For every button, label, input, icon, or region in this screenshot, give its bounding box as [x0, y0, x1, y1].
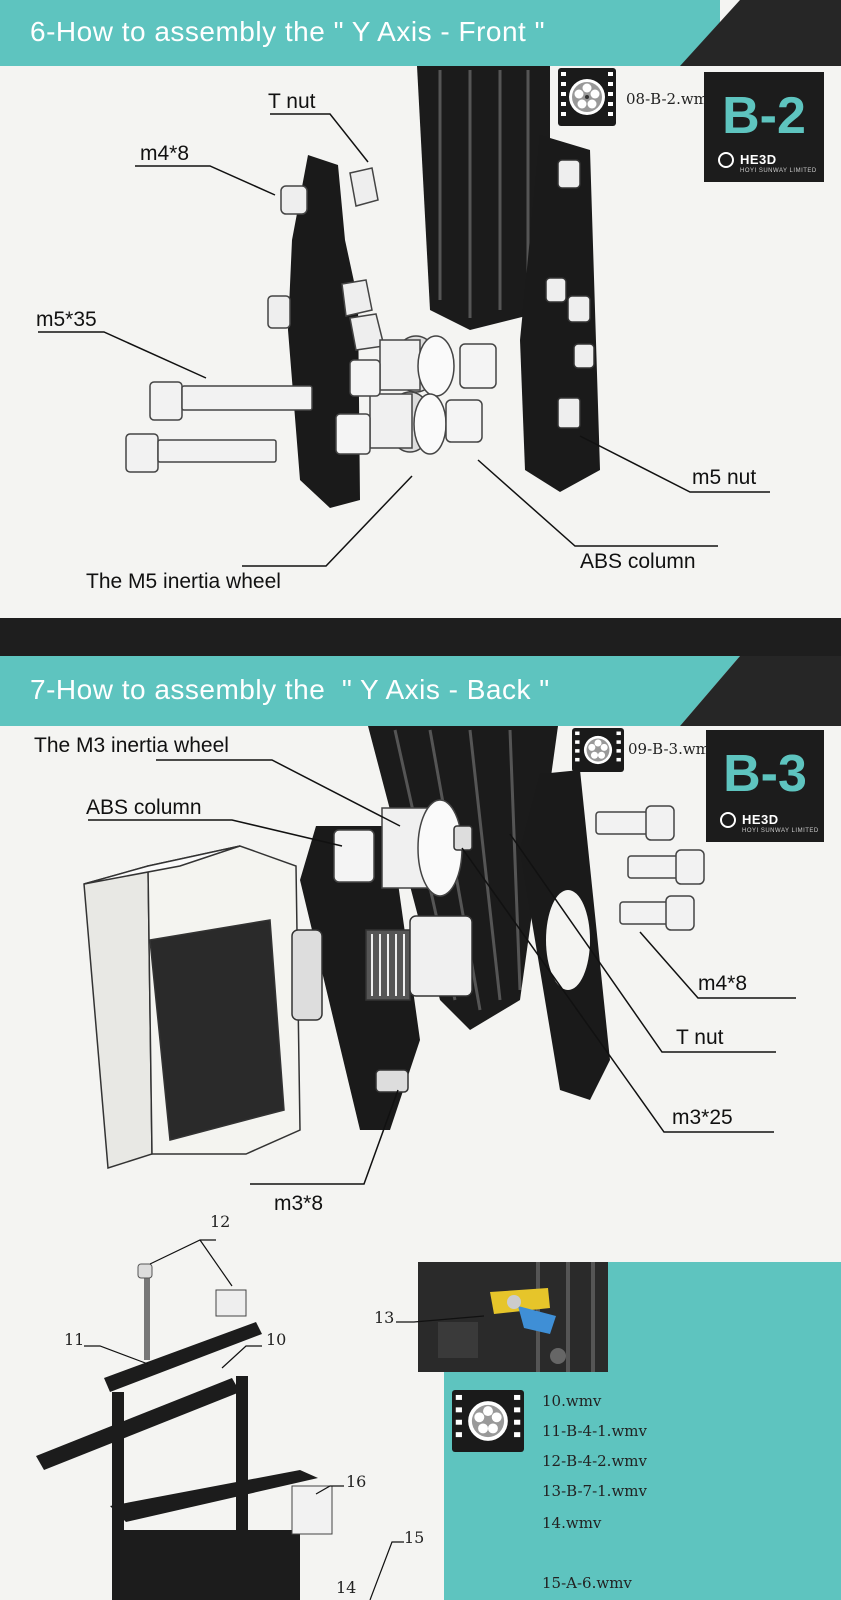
step7-code: B-3: [723, 745, 807, 803]
he3d-logo-icon: [718, 152, 734, 168]
y-axis-back-diagram: [83, 726, 796, 1185]
he3d-logo-icon: [720, 812, 736, 828]
step7-brand-sub: HOYI SUNWAY LIMITED: [742, 828, 819, 834]
label-t-nut: T nut: [268, 90, 316, 113]
banner-teal-band: [0, 656, 740, 726]
label-m4x8: m4*8: [698, 972, 748, 995]
label-m5x35: m5*35: [36, 308, 97, 331]
video-list-item[interactable]: 11-B-4-1.wmv: [542, 1422, 647, 1440]
callout-16: 16: [346, 1472, 367, 1491]
step6-code-box: B-2 HE3D HOYI SUNWAY LIMITED: [704, 72, 824, 182]
step6-banner: 6-How to assembly the " Y Axis - Front ": [0, 0, 841, 66]
video-list-item[interactable]: 12-B-4-2.wmv: [542, 1452, 647, 1470]
step6-brand: HE3D: [740, 152, 777, 167]
step7-video-file: 09-B-3.wmv: [628, 740, 719, 758]
video-list-item[interactable]: 10.wmv: [542, 1392, 602, 1410]
step6-video-file: 08-B-2.wmv: [626, 90, 717, 108]
step6-code: B-2: [722, 87, 806, 145]
label-m5-inertia-wheel: The M5 inertia wheel: [86, 570, 281, 593]
banner-teal-band: [0, 0, 720, 66]
callout-15: 15: [404, 1528, 425, 1547]
label-m4x8: m4*8: [140, 142, 190, 165]
video-list-item[interactable]: 13-B-7-1.wmv: [542, 1482, 647, 1500]
step6-title: 6-How to assembly the " Y Axis - Front ": [30, 16, 546, 47]
y-axis-front-diagram: [38, 66, 770, 567]
step6-brand-sub: HOYI SUNWAY LIMITED: [740, 168, 817, 174]
video-list-item[interactable]: 14.wmv: [542, 1514, 602, 1532]
callout-10: 10: [266, 1330, 287, 1349]
label-t-nut: T nut: [676, 1026, 724, 1049]
label-abs-column: ABS column: [86, 796, 202, 819]
film-reel-icon: [452, 1390, 524, 1452]
callout-11: 11: [64, 1330, 85, 1349]
label-m3x25: m3*25: [672, 1106, 733, 1129]
film-reel-icon: [572, 728, 624, 772]
label-abs-column: ABS column: [580, 550, 696, 573]
callout-12: 12: [210, 1212, 231, 1231]
label-m3x8: m3*8: [274, 1192, 324, 1215]
step7-brand: HE3D: [742, 812, 779, 827]
film-reel-icon: [558, 68, 616, 126]
step7-banner: 7-How to assembly the " Y Axis - Back ": [0, 656, 841, 726]
video-list-item[interactable]: 15-A-6.wmv: [542, 1574, 632, 1592]
label-m3-inertia-wheel: The M3 inertia wheel: [34, 734, 229, 757]
step7-title: 7-How to assembly the " Y Axis - Back ": [30, 674, 550, 705]
section-divider: [0, 618, 841, 656]
hotend-photo: [418, 1262, 608, 1372]
label-m5-nut: m5 nut: [692, 466, 757, 489]
step7-code-box: B-3 HE3D HOYI SUNWAY LIMITED: [706, 730, 824, 842]
callout-14: 14: [336, 1578, 357, 1597]
callout-13: 13: [374, 1308, 395, 1327]
